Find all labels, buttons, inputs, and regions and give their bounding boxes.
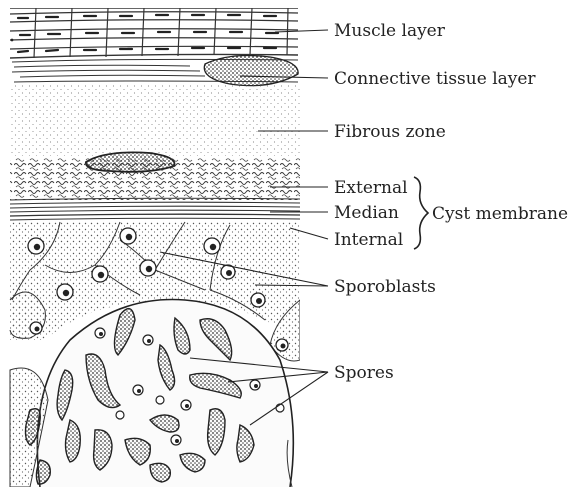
label-spores: Spores (334, 363, 394, 383)
internal-membrane-layer (10, 214, 300, 220)
label-connective-tissue-layer: Connective tissue layer (334, 69, 536, 89)
muscle-layer (3, 8, 298, 58)
label-external: External (334, 178, 408, 198)
labels: Muscle layer Connective tissue layer Fib… (334, 21, 568, 383)
median-membrane-layer (10, 202, 300, 212)
label-internal: Internal (334, 230, 403, 250)
label-cyst-membrane: Cyst membrane (432, 204, 568, 224)
label-median: Median (334, 203, 399, 223)
label-fibrous-zone: Fibrous zone (334, 122, 446, 142)
label-muscle-layer: Muscle layer (334, 21, 446, 41)
label-sporoblasts: Sporoblasts (334, 277, 436, 297)
fibrous-zone (10, 84, 300, 156)
tissue-section (3, 8, 300, 487)
external-membrane-layer (10, 158, 300, 200)
cyst-membrane-brace (414, 177, 428, 249)
connective-tissue-layer (12, 56, 298, 86)
